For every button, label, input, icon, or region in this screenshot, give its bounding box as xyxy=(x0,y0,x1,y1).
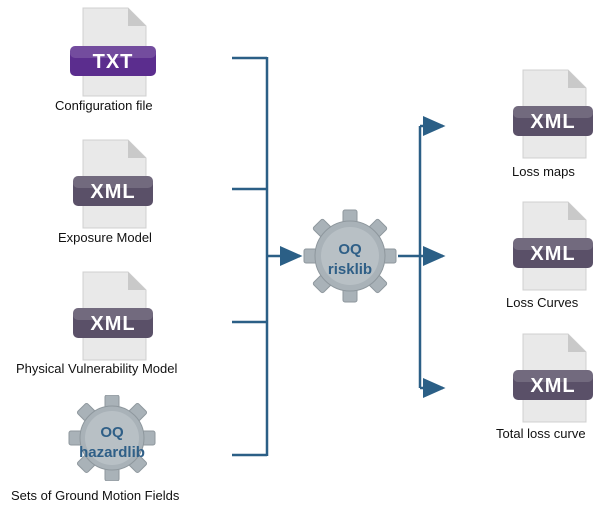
output-caption-total-loss-curve: Total loss curve xyxy=(496,426,586,441)
svg-text:OQ: OQ xyxy=(338,241,362,258)
output-caption-loss-curves: Loss Curves xyxy=(506,295,579,310)
input-caption-config: Configuration file xyxy=(55,98,153,113)
svg-text:XML: XML xyxy=(90,181,135,203)
xml-file-icon: XML xyxy=(513,333,593,423)
xml-file-icon: XML xyxy=(513,69,593,159)
input-caption-vulnerability: Physical Vulnerability Model xyxy=(16,361,178,376)
gear-icon: OQ risklib xyxy=(303,209,397,303)
svg-text:risklib: risklib xyxy=(328,261,372,278)
output-caption-loss-maps: Loss maps xyxy=(512,164,575,179)
svg-text:XML: XML xyxy=(530,375,575,397)
input-caption-ground-motion: Sets of Ground Motion Fields xyxy=(11,488,180,503)
svg-text:XML: XML xyxy=(530,243,575,265)
xml-file-icon: XML xyxy=(73,271,153,361)
svg-text:XML: XML xyxy=(530,111,575,133)
svg-text:XML: XML xyxy=(90,313,135,335)
txt-file-icon: TXT xyxy=(70,7,156,97)
input-caption-exposure: Exposure Model xyxy=(58,230,152,245)
xml-file-icon: XML xyxy=(73,139,153,229)
svg-text:hazardlib: hazardlib xyxy=(79,444,145,461)
svg-text:OQ: OQ xyxy=(100,424,124,441)
svg-text:TXT: TXT xyxy=(93,51,134,73)
gear-icon: OQ hazardlib xyxy=(68,395,156,481)
xml-file-icon: XML xyxy=(513,201,593,291)
